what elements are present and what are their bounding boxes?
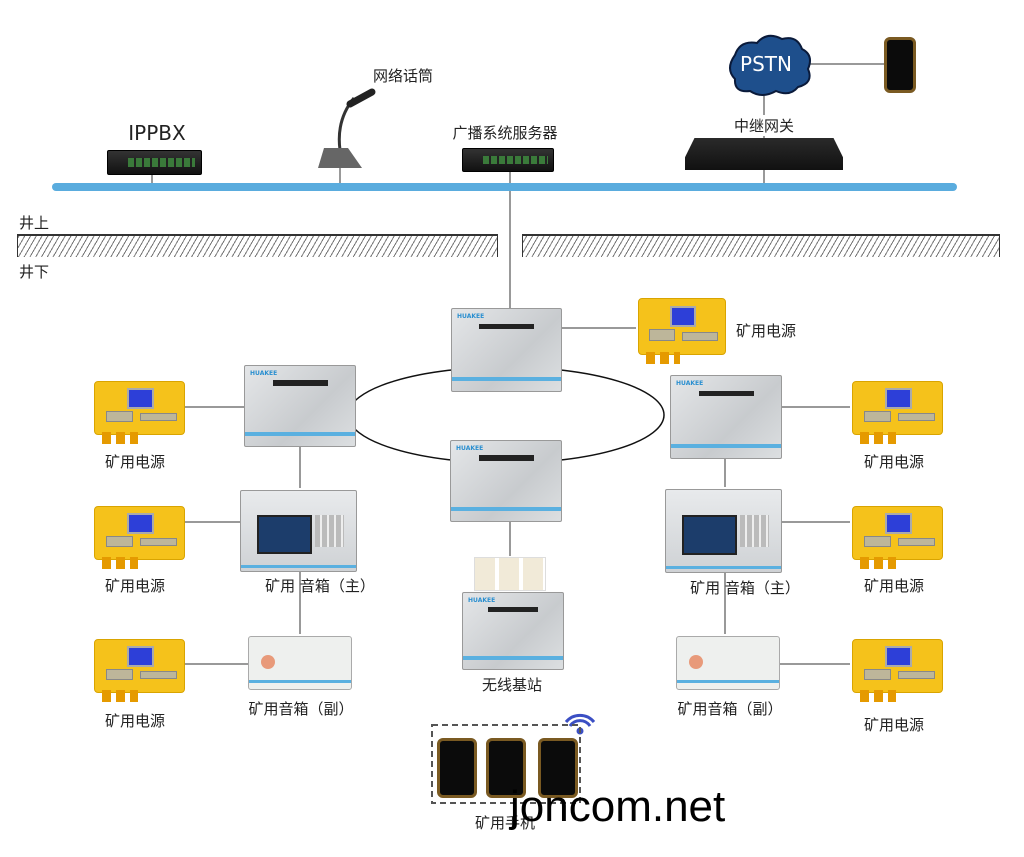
speaker-sub-left-label: 矿用音箱（副）	[248, 700, 354, 718]
power-left-1-label: 矿用电源	[104, 453, 166, 471]
ground-hatch-left	[17, 234, 498, 257]
speaker-main-left	[240, 490, 357, 572]
power-right-3	[852, 639, 943, 702]
pstn-phone	[884, 37, 916, 93]
power-right-3-label: 矿用电源	[863, 716, 925, 734]
speaker-main-right-label: 矿用 音箱（主）	[690, 579, 800, 597]
power-right-2-label: 矿用电源	[863, 577, 925, 595]
watermark: joncom.net	[510, 782, 726, 831]
switch-right: HUAKEE	[670, 375, 782, 459]
ippbx-device	[107, 150, 202, 175]
pstn-label: PSTN	[740, 52, 792, 76]
power-top	[638, 298, 726, 364]
power-left-1	[94, 381, 185, 444]
speaker-main-right	[665, 489, 782, 573]
speaker-sub-left	[248, 636, 352, 690]
handsets-label: 矿用手机	[474, 814, 536, 832]
power-left-2	[94, 506, 185, 569]
gateway-label: 中继网关	[733, 115, 795, 136]
antenna-panels	[474, 557, 546, 591]
power-right-1	[852, 381, 943, 444]
handset-3	[538, 738, 578, 798]
power-left-3-label: 矿用电源	[104, 712, 166, 730]
microphone-icon	[318, 88, 376, 168]
speaker-sub-right-label: 矿用音箱（副）	[677, 700, 783, 718]
server-label: 广播系统服务器	[452, 124, 558, 142]
switch-left: HUAKEE	[244, 365, 356, 447]
handset-2	[486, 738, 526, 798]
power-right-2	[852, 506, 943, 569]
server-device	[462, 148, 554, 172]
gateway-device	[685, 138, 843, 170]
power-left-3	[94, 639, 185, 702]
speaker-sub-right	[676, 636, 780, 690]
wireless-base-station: HUAKEE	[462, 592, 564, 670]
pstn-cloud-icon	[729, 34, 811, 96]
handset-group-box	[431, 724, 581, 804]
speaker-main-left-label: 矿用 音箱（主）	[265, 577, 375, 595]
above-ground-label: 井上	[18, 214, 50, 232]
power-top-label: 矿用电源	[735, 322, 797, 340]
ippbx-label: IPPBX	[128, 121, 186, 145]
switch-center: HUAKEE	[450, 440, 562, 522]
switch-top: HUAKEE	[451, 308, 562, 392]
mic-label: 网络话筒	[372, 67, 434, 85]
ground-hatch-right	[522, 234, 1000, 257]
power-right-1-label: 矿用电源	[863, 453, 925, 471]
below-ground-label: 井下	[18, 263, 50, 281]
power-left-2-label: 矿用电源	[104, 577, 166, 595]
base-station-label: 无线基站	[481, 676, 543, 694]
handset-1	[437, 738, 477, 798]
